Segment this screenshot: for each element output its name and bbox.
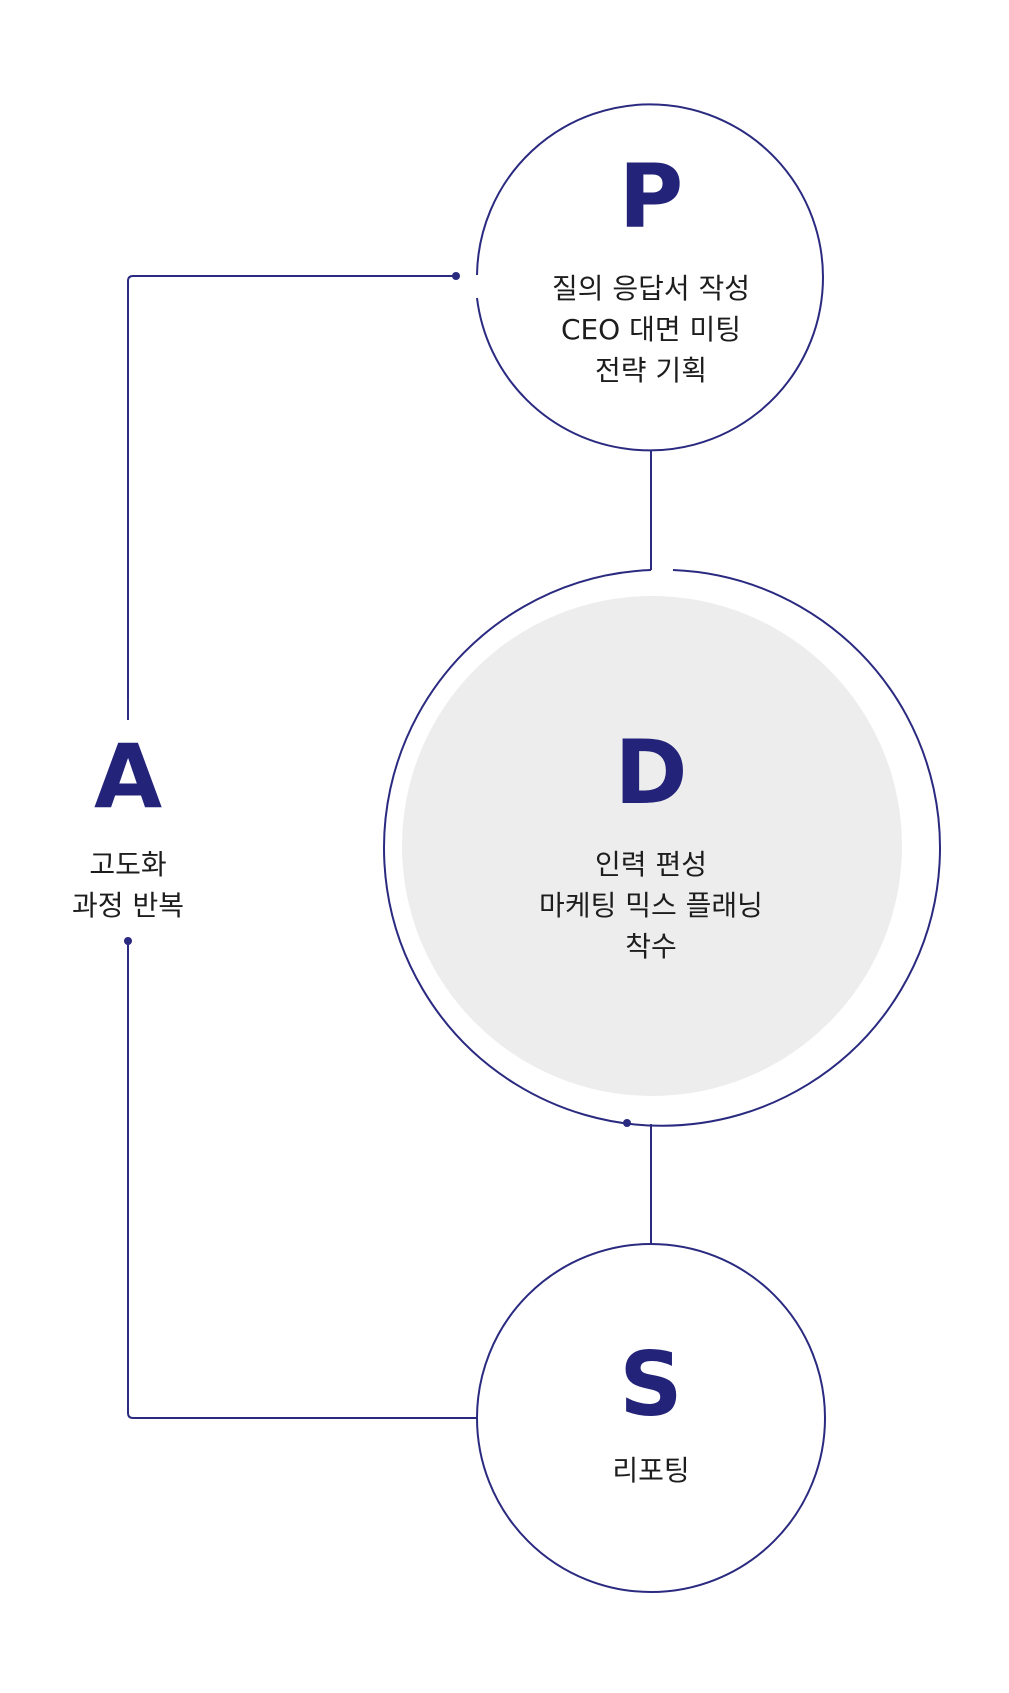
stage-s-letter: S <box>619 1333 683 1436</box>
stage-p-line: CEO 대면 미팅 <box>560 313 742 346</box>
stage-d-line: 인력 편성 <box>595 848 707 881</box>
a-to-p-connector <box>127 275 456 720</box>
a-bottom-dot <box>124 937 132 945</box>
stage-p: P 질의 응답서 작성 CEO 대면 미팅 전략 기획 <box>552 152 750 391</box>
stage-d-line: 마케팅 믹스 플래닝 <box>539 889 763 922</box>
stage-s-description: 리포팅 <box>612 1450 689 1491</box>
stage-a-description: 고도화 과정 반복 <box>72 844 184 926</box>
stage-p-line: 전략 기획 <box>595 354 707 387</box>
d-connector-dot <box>623 1119 631 1127</box>
p-circle-outline-lower <box>476 297 629 450</box>
stage-a-line: 고도화 <box>89 848 167 881</box>
stage-p-letter: P <box>618 145 684 248</box>
d-highlight-fill <box>402 596 902 1096</box>
stage-a-letter: A <box>93 725 163 828</box>
stage-p-line: 질의 응답서 작성 <box>551 272 751 305</box>
stage-d: D 인력 편성 마케팅 믹스 플래닝 착수 <box>539 728 763 967</box>
stage-d-description: 인력 편성 마케팅 믹스 플래닝 착수 <box>539 844 763 967</box>
stage-p-description: 질의 응답서 작성 CEO 대면 미팅 전략 기획 <box>552 268 750 391</box>
stage-s-line: 리포팅 <box>612 1454 690 1487</box>
p-circle-outline <box>476 103 824 452</box>
stage-a: A 고도화 과정 반복 <box>72 732 184 926</box>
stage-d-letter: D <box>614 721 688 824</box>
stage-s: S 리포팅 <box>612 1340 689 1491</box>
p-left-dot <box>452 272 460 280</box>
s-to-a-connector <box>127 941 477 1419</box>
d-circle-outline <box>383 569 941 1127</box>
stage-a-line: 과정 반복 <box>72 889 184 922</box>
stage-d-line: 착수 <box>625 930 677 963</box>
